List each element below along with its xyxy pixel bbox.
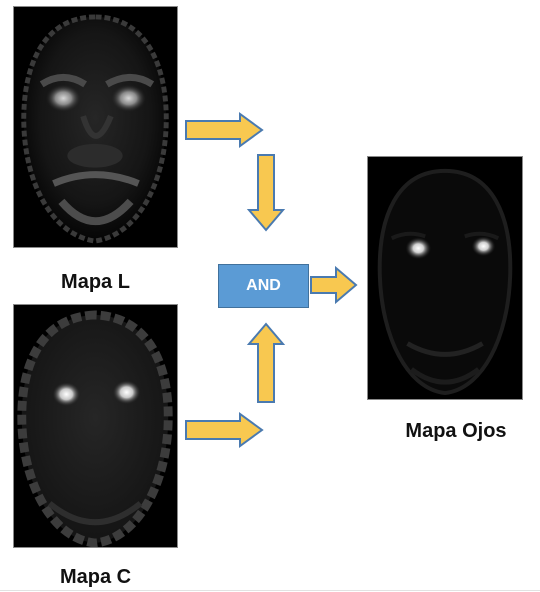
arrow-down-icon [246, 154, 286, 232]
arrow-right-icon [185, 112, 264, 148]
arrow-up-icon [246, 322, 286, 403]
map-c-label: Mapa C [59, 566, 132, 588]
and-operator-box: AND [218, 264, 309, 308]
arrow-right-icon [185, 412, 264, 448]
arrow-right-icon [310, 265, 358, 305]
eyes-map-label: Mapa Ojos [405, 420, 507, 442]
map-l-label: Mapa L [61, 271, 130, 293]
map-l-image [13, 6, 178, 248]
eyes-map-image [367, 156, 523, 400]
and-operator-label: AND [246, 277, 281, 294]
map-c-face [14, 305, 177, 547]
map-l-face [14, 7, 177, 247]
bottom-divider [0, 590, 540, 591]
map-c-image [13, 304, 178, 548]
eyes-map-face [368, 157, 522, 399]
